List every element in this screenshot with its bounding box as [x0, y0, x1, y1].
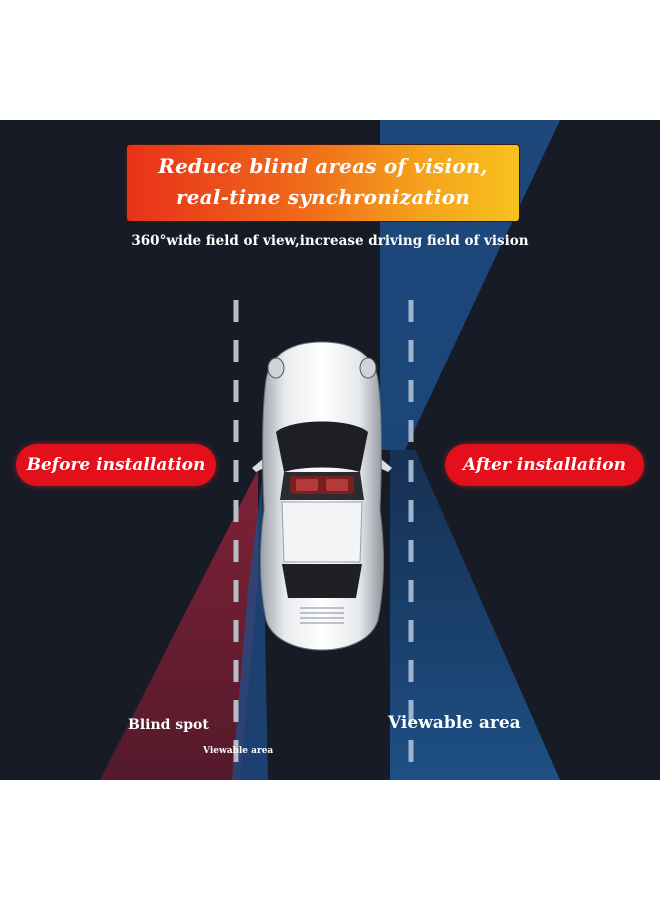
- headline-line-2: real-time synchronization: [176, 185, 470, 209]
- before-installation-badge: Before installation: [16, 444, 216, 486]
- headline-line-1: Reduce blind areas of vision,: [158, 154, 488, 178]
- blind-spot-zone: [100, 470, 258, 780]
- left-viewable-zone: [232, 480, 268, 780]
- headline-banner: Reduce blind areas of vision, real-time …: [127, 145, 519, 221]
- viewable-area-label: Viewable area: [388, 713, 521, 733]
- car-top-view-icon: [252, 341, 392, 651]
- subtitle: 360°wide field of view,increase driving …: [131, 233, 529, 249]
- after-installation-badge: After installation: [445, 444, 644, 486]
- lower-blue-beam: [390, 450, 560, 780]
- viewable-area-small-label: Viewable area: [203, 746, 274, 756]
- blind-spot-label: Blind spot: [128, 717, 209, 733]
